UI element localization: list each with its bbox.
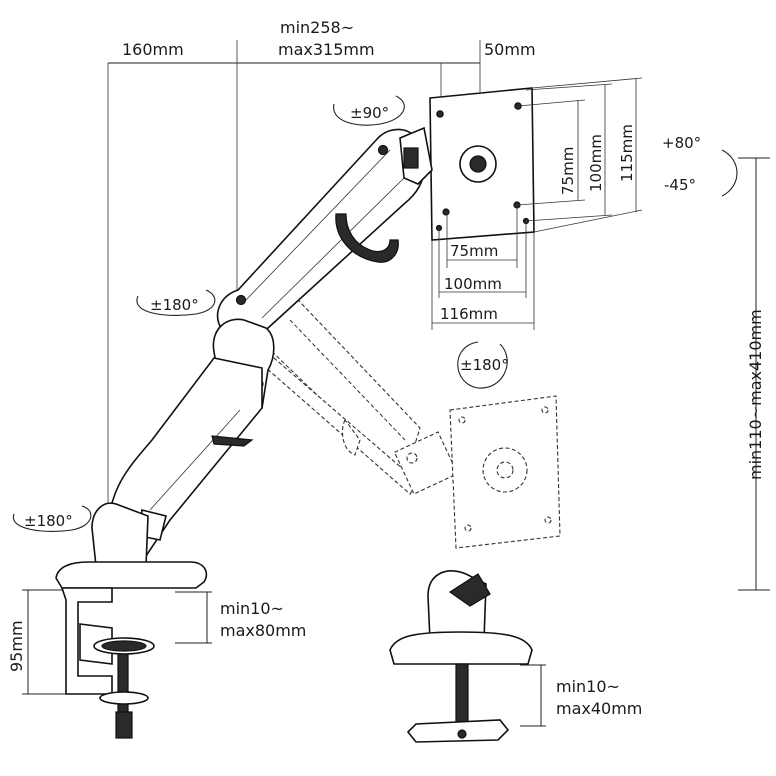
head-swivel-label: ±90° bbox=[350, 104, 389, 122]
tilt-arrow-icon bbox=[721, 149, 738, 197]
grommet-min-label: min10~ bbox=[556, 677, 620, 696]
base-swivel-label: ±180° bbox=[24, 512, 73, 530]
arm-reach-min-label: min258~ bbox=[280, 18, 354, 37]
plate-width-label: 116mm bbox=[440, 305, 498, 323]
grommet-max-label: max40mm bbox=[556, 699, 642, 718]
tilt-down-label: -45° bbox=[664, 176, 696, 194]
upper-pivot-screw bbox=[377, 144, 389, 156]
head-offset-label: 50mm bbox=[484, 40, 536, 59]
tilt-up-label: +80° bbox=[662, 134, 701, 152]
rotation-arrow-icon bbox=[457, 341, 508, 389]
vesa-height-75-label: 75mm bbox=[559, 147, 577, 195]
grommet-mount bbox=[389, 570, 533, 743]
vesa-width-75-label: 75mm bbox=[450, 242, 498, 260]
elbow-swivel-arrow-icon bbox=[136, 289, 216, 316]
rotation-arrows bbox=[12, 95, 738, 532]
rotation-label: ±180° bbox=[460, 356, 509, 374]
ghost-arm bbox=[243, 286, 561, 549]
base-swivel-arrow-icon bbox=[12, 505, 92, 532]
height-range-label: min110~max410mm bbox=[746, 309, 765, 480]
clamp-max-label: max80mm bbox=[220, 621, 306, 640]
monitor-arm bbox=[91, 126, 433, 567]
vesa-plate bbox=[429, 77, 643, 330]
base-offset-label: 160mm bbox=[122, 40, 184, 59]
desk-clamp bbox=[55, 561, 208, 739]
head-swivel-arrow-icon bbox=[333, 95, 405, 126]
plate-height-label: 115mm bbox=[618, 124, 636, 182]
elbow-swivel-label: ±180° bbox=[150, 296, 199, 314]
clamp-min-label: min10~ bbox=[220, 599, 284, 618]
dimension-lines bbox=[22, 40, 770, 727]
elbow-screw bbox=[235, 294, 247, 306]
vesa-width-100-label: 100mm bbox=[444, 275, 502, 293]
vesa-height-100-label: 100mm bbox=[587, 134, 605, 192]
labels: 160mm min258~ max315mm 50mm 75mm 100mm 1… bbox=[7, 18, 765, 718]
arm-reach-max-label: max315mm bbox=[278, 40, 375, 59]
clamp-height-label: 95mm bbox=[7, 620, 26, 672]
